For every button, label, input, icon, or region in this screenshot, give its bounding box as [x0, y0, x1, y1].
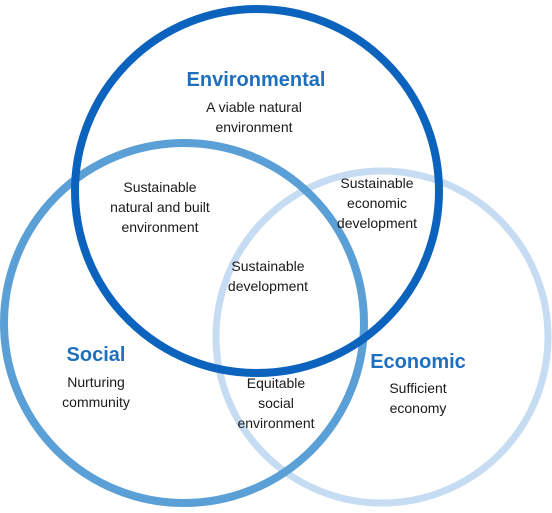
environmental-title: Environmental: [186, 69, 326, 91]
social-economic-intersection: Equitable social environment: [237, 375, 315, 431]
economic-subtitle: Sufficient economy: [389, 380, 447, 416]
social-circle: [0, 139, 368, 507]
economic-title: Economic: [370, 351, 466, 373]
social-title: Social: [66, 344, 126, 366]
center-intersection: Sustainable development: [227, 258, 309, 294]
environmental-circle: [71, 5, 443, 377]
environmental-subtitle: A viable natural environment: [206, 99, 302, 135]
social-subtitle: Nurturing community: [62, 374, 130, 410]
environmental-economic-intersection: Sustainable economic development: [336, 175, 418, 231]
environmental-social-intersection: Sustainable natural and built environmen…: [110, 179, 210, 235]
economic-circle: [212, 167, 552, 507]
